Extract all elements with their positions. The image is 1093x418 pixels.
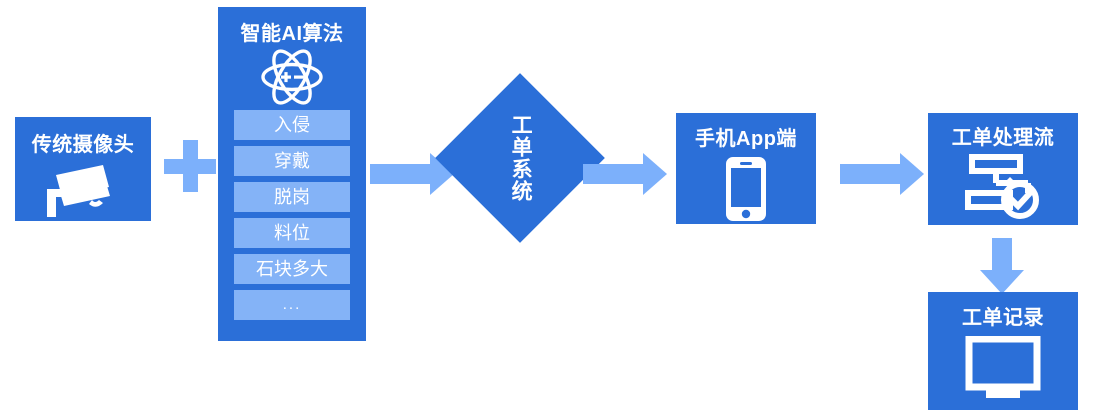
ai-list-item[interactable]: 脱岗 (234, 182, 350, 212)
arrow-shaft (583, 164, 643, 184)
node-traditional-camera-label: 传统摄像头 (31, 134, 135, 156)
ai-list-item-more[interactable]: ... (234, 290, 350, 320)
ai-algorithm-list: 入侵 穿戴 脱岗 料位 石块多大 ... (234, 110, 350, 320)
ai-list-item[interactable]: 穿戴 (234, 146, 350, 176)
arrow-head (643, 153, 667, 195)
ai-list-item[interactable]: 入侵 (234, 110, 350, 140)
node-mobile-app-label: 手机App端 (695, 128, 797, 150)
plus-icon-vertical-bar (183, 140, 198, 192)
arrow-shaft (992, 238, 1012, 270)
arrow-shaft (370, 164, 430, 184)
node-order-flow-label: 工单处理流 (951, 127, 1055, 149)
node-mobile-app[interactable]: 手机App端 (676, 113, 816, 224)
arrow-shaft (840, 164, 900, 184)
arrow-head (900, 153, 924, 195)
arrow-order-system-to-mobile-app (583, 153, 667, 195)
workflow-check-icon (963, 153, 1043, 221)
node-traditional-camera[interactable]: 传统摄像头 (15, 117, 151, 221)
atom-icon (260, 48, 324, 106)
monitor-icon (965, 336, 1041, 400)
arrow-order-flow-to-order-record (980, 238, 1024, 294)
arrow-mobile-app-to-order-flow (840, 153, 924, 195)
ai-list-item[interactable]: 料位 (234, 218, 350, 248)
node-order-flow[interactable]: 工单处理流 (928, 113, 1078, 225)
node-order-system-label: 工单系统 (509, 114, 533, 202)
arrow-head (980, 270, 1024, 294)
node-order-record[interactable]: 工单记录 (928, 292, 1078, 410)
node-order-record-label: 工单记录 (962, 307, 1044, 329)
node-order-system[interactable]: 工单系统 (435, 73, 605, 243)
plus-icon (164, 140, 216, 192)
ai-list-item[interactable]: 石块多大 (234, 254, 350, 284)
cctv-camera-icon (37, 163, 129, 219)
smartphone-icon (722, 155, 770, 223)
node-ai-algorithms[interactable]: 智能AI算法 入侵 穿戴 脱岗 料位 石块多大 ... (218, 7, 366, 341)
node-ai-algorithms-label: 智能AI算法 (240, 23, 344, 45)
